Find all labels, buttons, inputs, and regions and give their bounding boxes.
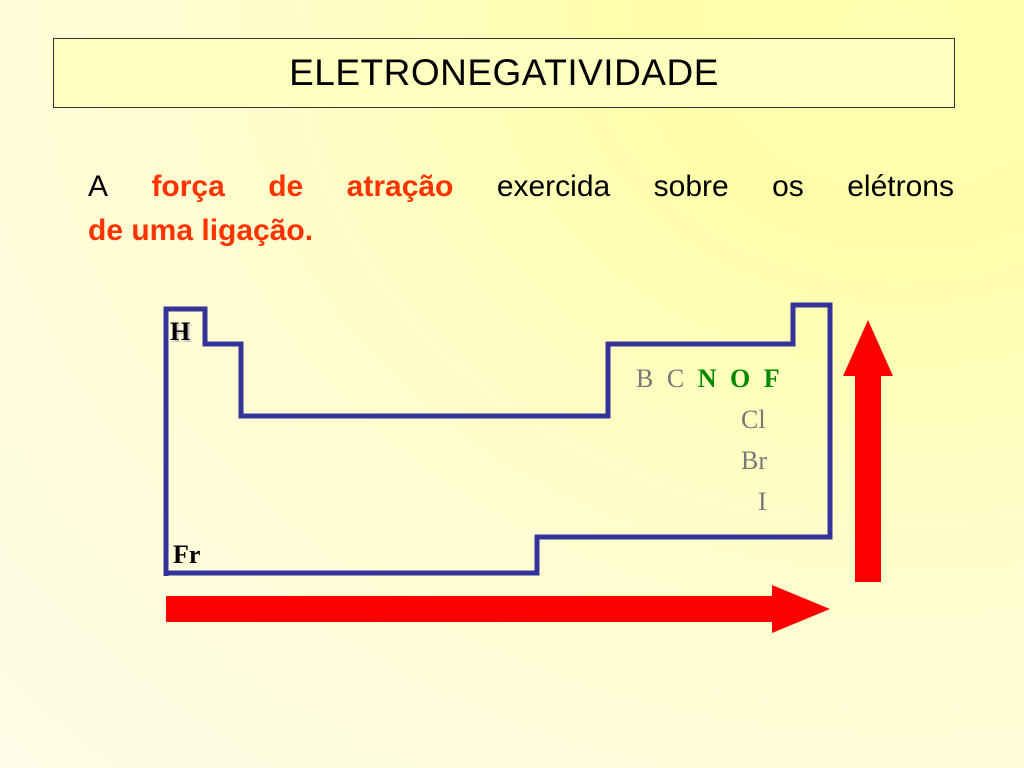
periodic-table-outline <box>163 302 833 576</box>
word-atracao: atração <box>346 170 454 203</box>
slide-title: ELETRONEGATIVIDADE <box>289 52 719 93</box>
element-f: F <box>764 364 780 393</box>
element-cl: Cl <box>741 405 766 434</box>
element-b: B <box>636 364 653 393</box>
element-n: N <box>698 364 717 393</box>
element-o: O <box>730 364 750 393</box>
element-c: C <box>667 364 684 393</box>
word-sobre: sobre <box>653 170 729 203</box>
definition-text: A força de atração exercida sobre os elé… <box>88 165 954 253</box>
element-i: I <box>758 487 767 516</box>
word-exercida: exercida <box>496 170 611 203</box>
word-de: de <box>268 170 304 203</box>
definition-line-1: A força de atração exercida sobre os elé… <box>88 165 954 209</box>
element-h: H <box>170 317 190 346</box>
word-eletrons: elétrons <box>847 170 954 203</box>
word-forca: força <box>151 170 225 203</box>
definition-line-2: de uma ligação. <box>88 214 314 247</box>
element-br: Br <box>741 446 767 475</box>
horizontal-arrow <box>166 585 830 633</box>
element-h: H <box>172 319 192 348</box>
title-box: ELETRONEGATIVIDADE <box>53 38 955 108</box>
vertical-arrow <box>843 320 893 582</box>
element-fr: Fr <box>173 540 200 569</box>
word-os: os <box>772 170 804 203</box>
word-a: A <box>88 170 109 203</box>
element-row-2: B C N O F <box>636 364 780 393</box>
